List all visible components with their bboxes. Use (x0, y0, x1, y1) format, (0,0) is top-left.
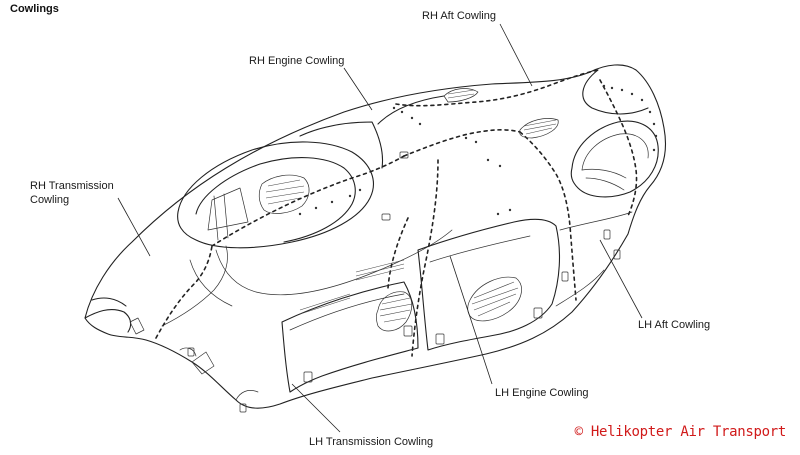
label-rh-aft-cowling: RH Aft Cowling (422, 10, 496, 22)
cowling-outline (84, 64, 667, 409)
diagram-title: Cowlings (10, 3, 59, 15)
transmission-opening (177, 141, 374, 249)
lh-transmission-panel (281, 281, 419, 393)
label-lh-engine-cowling: LH Engine Cowling (495, 387, 589, 399)
aft-exhaust-opening (570, 120, 659, 198)
leader-lh-engine-cowling (449, 255, 493, 385)
lh-engine-panel (417, 218, 560, 351)
label-lh-transmission-cowling: LH Transmission Cowling (309, 436, 434, 448)
label-rh-transmission-cowling-line1: RH Transmission (30, 180, 114, 192)
label-rh-transmission-cowling-line2: Cowling (30, 194, 70, 206)
copyright-notice: © Helikopter Air Transport (574, 424, 787, 440)
leader-lh-aft-cowling (599, 239, 643, 319)
leader-rh-transmission-cowling (117, 197, 151, 257)
label-rh-engine-cowling: RH Engine Cowling (249, 55, 345, 67)
leader-rh-engine-cowling (343, 67, 373, 111)
label-lh-aft-cowling: LH Aft Cowling (638, 319, 711, 331)
leader-rh-aft-cowling (499, 23, 533, 87)
leader-lh-transmission-cowling (291, 383, 341, 433)
